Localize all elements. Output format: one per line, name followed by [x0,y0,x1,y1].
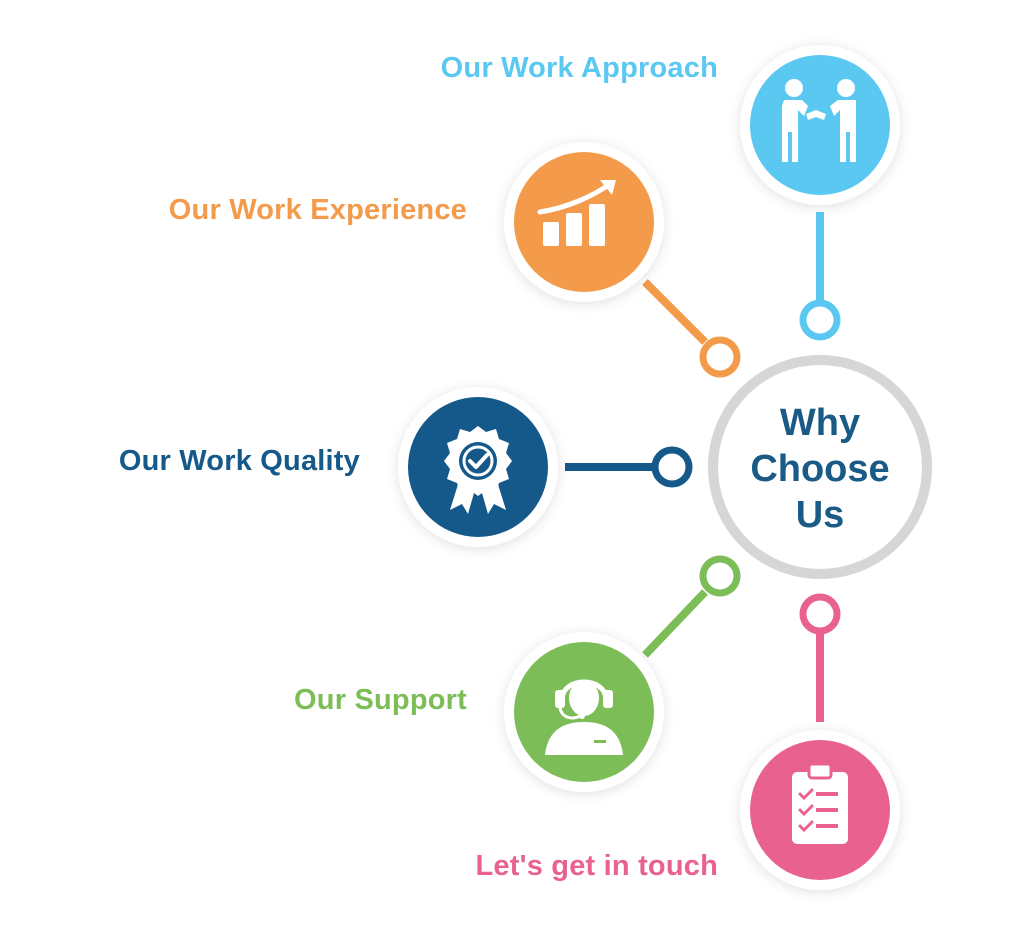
experience-connector-node [699,336,741,378]
quality-node [398,387,558,547]
quality-connector-node [651,446,693,488]
support-connector-node [699,555,741,597]
support-node [504,632,664,792]
center-title-line-3: Us [795,494,845,536]
clipboard-checklist-icon [792,762,848,844]
label-approach: Our Work Approach [440,52,718,84]
approach-node-circle [750,55,890,195]
label-support: Our Support [294,684,467,716]
center-title-line-1: Why [779,402,861,444]
connectors [565,212,841,722]
label-touch: Let's get in touch [475,850,718,882]
quality-badge-icon [444,426,512,514]
approach-node [740,45,900,205]
center-title-line-2: Choose [750,448,890,490]
support-agent-icon [545,679,623,755]
handshake-icon [782,79,856,162]
growth-chart-icon [537,180,616,246]
experience-node [504,142,664,302]
experience-connector-line [642,279,708,345]
experience-node-circle [514,152,654,292]
label-experience: Our Work Experience [168,194,467,226]
touch-node [740,730,900,890]
center-title: Why Choose Us [720,400,920,538]
support-connector-line [642,589,708,658]
label-quality: Our Work Quality [118,445,360,477]
approach-connector-node [799,299,841,341]
center-circle [708,355,932,579]
touch-connector-node [799,593,841,635]
